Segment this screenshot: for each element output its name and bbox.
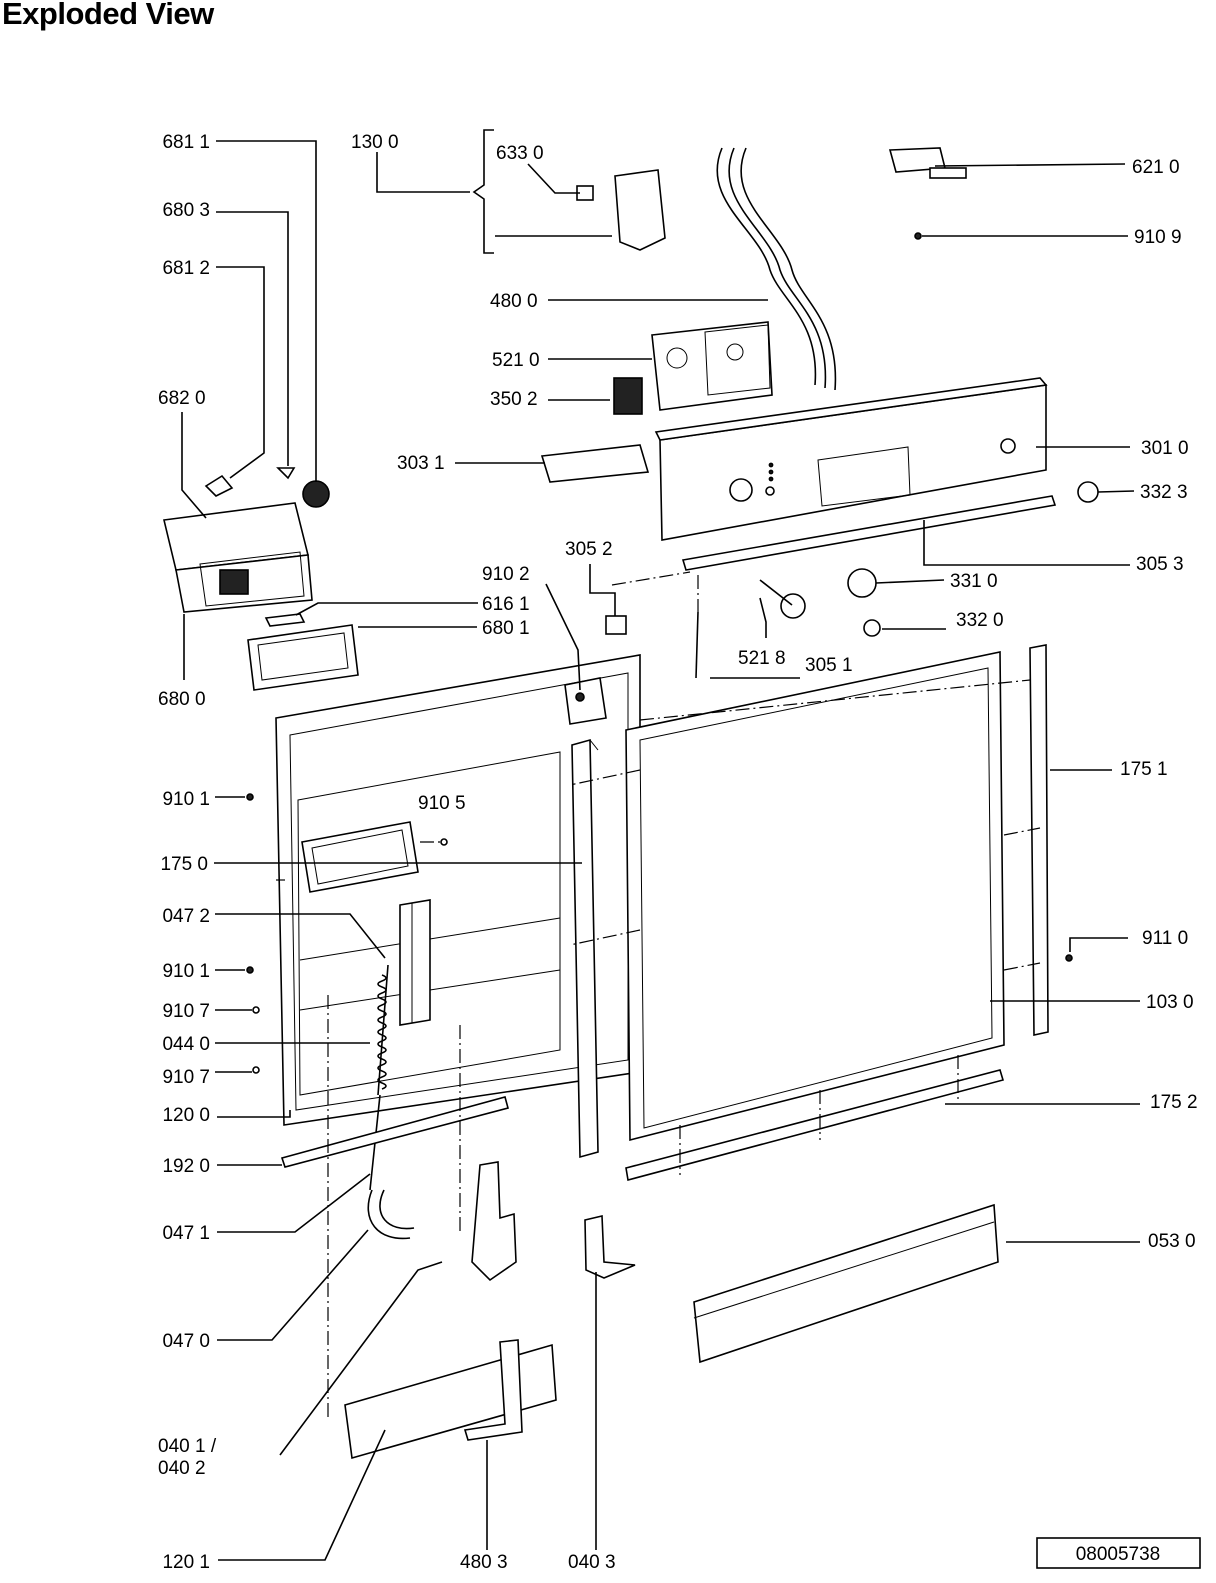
- callout-521-8: 521 8: [738, 648, 786, 669]
- connector-350-2: [613, 377, 643, 415]
- callout-680-0: 680 0: [158, 689, 206, 710]
- callout-044-0: 044 0: [162, 1034, 210, 1055]
- button-332-0: [863, 619, 881, 637]
- callout-480-3: 480 3: [460, 1552, 508, 1573]
- bracket-040-3: [584, 1214, 636, 1279]
- part-680-3: [276, 467, 296, 480]
- callout-301-0: 301 0: [1141, 438, 1189, 459]
- callout-303-1: 303 1: [397, 453, 445, 474]
- callout-910-7-top: 910 7: [162, 1001, 210, 1022]
- callout-053-0: 053 0: [1148, 1231, 1196, 1252]
- side-seal-175-1: [1029, 644, 1049, 1036]
- page-title: Exploded View: [2, 0, 214, 31]
- callout-047-2: 047 2: [162, 906, 210, 927]
- panel-dispenser-opening: [301, 821, 419, 893]
- door-lock: [576, 169, 666, 251]
- callout-305-3: 305 3: [1136, 554, 1184, 575]
- ring-331-0: [847, 568, 877, 598]
- callout-192-0: 192 0: [162, 1156, 210, 1177]
- callout-040-1: 040 1 /: [158, 1436, 217, 1457]
- bottom-strip-192: [280, 1096, 509, 1168]
- callout-680-3: 680 3: [162, 200, 210, 221]
- screw-910-1-top: [246, 793, 254, 801]
- callout-332-0: 332 0: [956, 610, 1004, 631]
- cap-681-1: [302, 480, 330, 508]
- callout-681-1: 681 1: [162, 132, 210, 153]
- callout-350-2: 350 2: [490, 389, 538, 410]
- detergent-dispenser: [163, 502, 313, 613]
- callout-305-2: 305 2: [565, 539, 613, 560]
- screw-910-9: [914, 232, 922, 240]
- callout-labels: 681 1 130 0 633 0 621 0 680 3 910 9 681 …: [158, 132, 1198, 1573]
- callout-910-2: 910 2: [482, 564, 530, 585]
- callout-480-0: 480 0: [490, 291, 538, 312]
- screw-910-7-bottom: [252, 1066, 260, 1074]
- screw-910-7-top: [252, 1006, 260, 1014]
- callout-040-2: 040 2: [158, 1458, 206, 1479]
- callout-175-2: 175 2: [1150, 1092, 1198, 1113]
- callout-910-1-top: 910 1: [162, 789, 210, 810]
- knob-521-8: [780, 593, 806, 619]
- panel-latch-bracket: [564, 677, 607, 725]
- clip-305-2: [605, 615, 627, 635]
- screw-910-5: [440, 838, 448, 846]
- drawing-number: 08005738: [1076, 1544, 1161, 1565]
- callout-130-0: 130 0: [351, 132, 399, 153]
- screw-910-1-bottom: [246, 966, 254, 974]
- callout-910-5: 910 5: [418, 793, 466, 814]
- callout-332-3: 332 3: [1140, 482, 1188, 503]
- callout-040-3: 040 3: [568, 1552, 616, 1573]
- rod-305-1: [695, 611, 699, 679]
- callout-175-1: 175 1: [1120, 759, 1168, 780]
- callout-910-9: 910 9: [1134, 227, 1182, 248]
- bottom-seal-175-2: [625, 1069, 1005, 1181]
- knob-332-3: [1077, 481, 1099, 503]
- side-seal-175-0: [571, 738, 599, 1159]
- trim-strip-305-3: [681, 495, 1057, 571]
- callout-680-1: 680 1: [482, 618, 530, 639]
- control-panel: [654, 377, 1048, 541]
- electronic-module: [651, 321, 773, 411]
- kick-plate: [693, 1203, 999, 1364]
- wire-harness: [716, 147, 837, 391]
- callout-103-0: 103 0: [1146, 992, 1194, 1013]
- base-panel: [344, 1343, 557, 1460]
- handle-303-1: [540, 444, 650, 483]
- drawing-number-box: 08005738: [1036, 1537, 1201, 1569]
- callout-621-0: 621 0: [1132, 157, 1180, 178]
- bracket-480-3: [463, 1339, 523, 1441]
- screw-911-0: [1065, 954, 1073, 962]
- callout-305-1: 305 1: [805, 655, 853, 676]
- part-681-2: [204, 474, 234, 497]
- callout-681-2: 681 2: [162, 258, 210, 279]
- panel-inner-rail: [399, 899, 431, 1026]
- callout-175-0: 175 0: [160, 854, 208, 875]
- switch-621-0: [888, 147, 967, 179]
- leader-lines: [181, 129, 1140, 1561]
- callout-521-0: 521 0: [492, 350, 540, 371]
- callout-633-0: 633 0: [496, 143, 544, 164]
- hinge-bracket: [471, 1161, 517, 1282]
- outer-door-panel: [625, 651, 1005, 1142]
- callout-331-0: 331 0: [950, 571, 998, 592]
- callout-910-1-bottom: 910 1: [162, 961, 210, 982]
- callout-120-0: 120 0: [162, 1105, 210, 1126]
- callout-616-1: 616 1: [482, 594, 530, 615]
- callout-120-1: 120 1: [162, 1552, 210, 1573]
- dispenser-seal: [247, 624, 359, 691]
- hinge-arm: [367, 1189, 415, 1240]
- callout-910-7-bottom: 910 7: [162, 1067, 210, 1088]
- part-616-1: [264, 613, 306, 627]
- callout-047-0: 047 0: [162, 1331, 210, 1352]
- callout-682-0: 682 0: [158, 388, 206, 409]
- callout-047-1: 047 1: [162, 1223, 210, 1244]
- callout-911-0: 911 0: [1142, 928, 1188, 949]
